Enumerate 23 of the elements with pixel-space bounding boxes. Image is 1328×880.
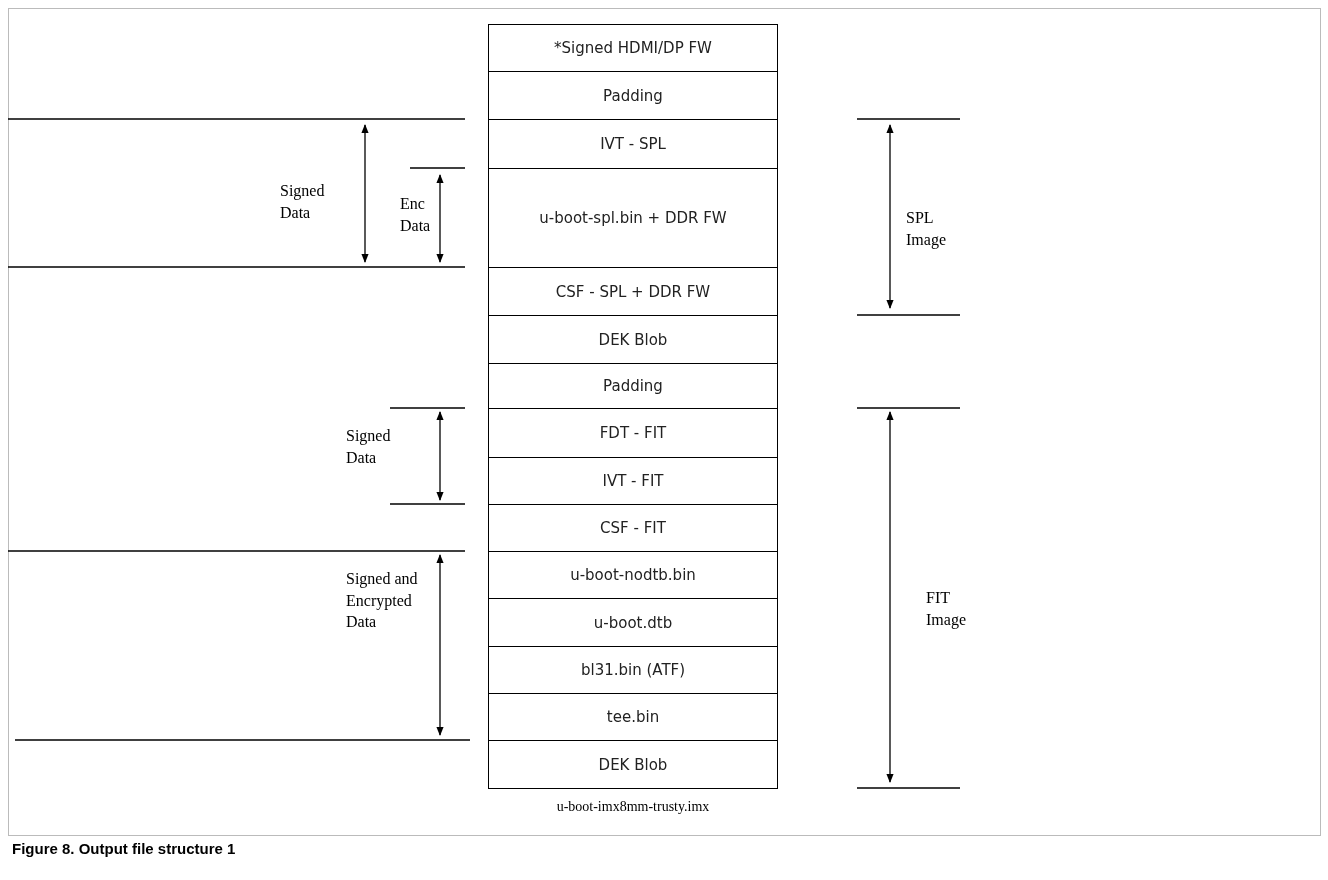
range-label: Signed Data [280,181,326,223]
range-label: Enc Data [400,194,432,236]
memory-block: DEK Blob [488,740,778,789]
memory-block: Padding [488,71,778,120]
memory-block: u-boot-spl.bin + DDR FW [488,168,778,268]
memory-block: IVT - SPL [488,119,778,169]
figure-caption: Figure 8. Output file structure 1 [12,840,236,857]
file-name: u-boot-imx8mm-trusty.imx [555,798,711,816]
memory-block: IVT - FIT [488,457,778,505]
range-label: Signed Data [346,426,392,468]
memory-block: CSF - SPL + DDR FW [488,267,778,316]
memory-block: bl31.bin (ATF) [488,646,778,694]
memory-block: tee.bin [488,693,778,741]
memory-block: FDT - FIT [488,408,778,458]
memory-block: *Signed HDMI/DP FW [488,24,778,72]
memory-block: Padding [488,363,778,409]
range-label: Signed and Encrypted Data [346,569,419,633]
memory-block: u-boot-nodtb.bin [488,551,778,599]
memory-block: DEK Blob [488,315,778,364]
memory-block: CSF - FIT [488,504,778,552]
range-label: FIT Image [926,588,967,631]
range-label: SPL Image [906,208,947,251]
memory-block: u-boot.dtb [488,598,778,647]
